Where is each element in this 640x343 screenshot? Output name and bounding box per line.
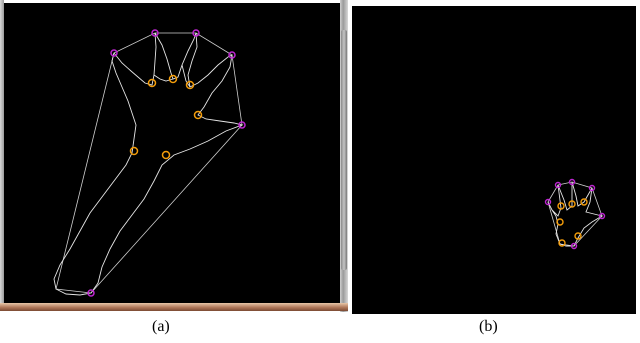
hull-points-a (87, 29, 246, 297)
defect-point (168, 74, 178, 84)
panel-a-hand-contour-large (4, 3, 340, 307)
hull-point (544, 198, 552, 206)
hand-figure-a (53, 29, 246, 297)
defect-point (185, 80, 195, 90)
hull-point (228, 51, 236, 59)
hull-point (110, 49, 118, 57)
defect-point (558, 239, 566, 247)
hull-point (151, 29, 159, 37)
defect-point (568, 200, 576, 208)
hand-contour-a (53, 32, 244, 296)
caption-a: (a) (152, 318, 170, 335)
caption-b: (b) (479, 318, 498, 335)
defect-point (129, 146, 139, 156)
vertical-scrollbar[interactable] (340, 0, 348, 312)
hull-point (570, 242, 578, 250)
defect-point (557, 202, 565, 210)
hull-point (192, 29, 200, 37)
panel-b-hand-contour-small (352, 6, 636, 314)
hull-point (588, 184, 596, 192)
scrollbar-thumb[interactable] (341, 30, 347, 270)
hand-figure-b (544, 178, 606, 250)
frame-left (0, 0, 4, 310)
defect-point (161, 150, 171, 160)
hull-points-b (544, 178, 606, 250)
hand-contour-b (547, 181, 604, 247)
hull-point (238, 121, 246, 129)
defect-points-a (129, 74, 203, 160)
defect-point (556, 218, 564, 226)
defect-point (147, 78, 157, 88)
hull-point (554, 181, 562, 189)
window-frame-bottom (0, 303, 348, 311)
defect-point (574, 232, 582, 240)
hull-point (87, 289, 95, 297)
convex-hull-a (55, 32, 243, 294)
defect-points-b (556, 198, 588, 247)
defect-point (193, 110, 203, 120)
defect-point (580, 198, 588, 206)
hull-point (598, 212, 606, 220)
hull-point (568, 178, 576, 186)
